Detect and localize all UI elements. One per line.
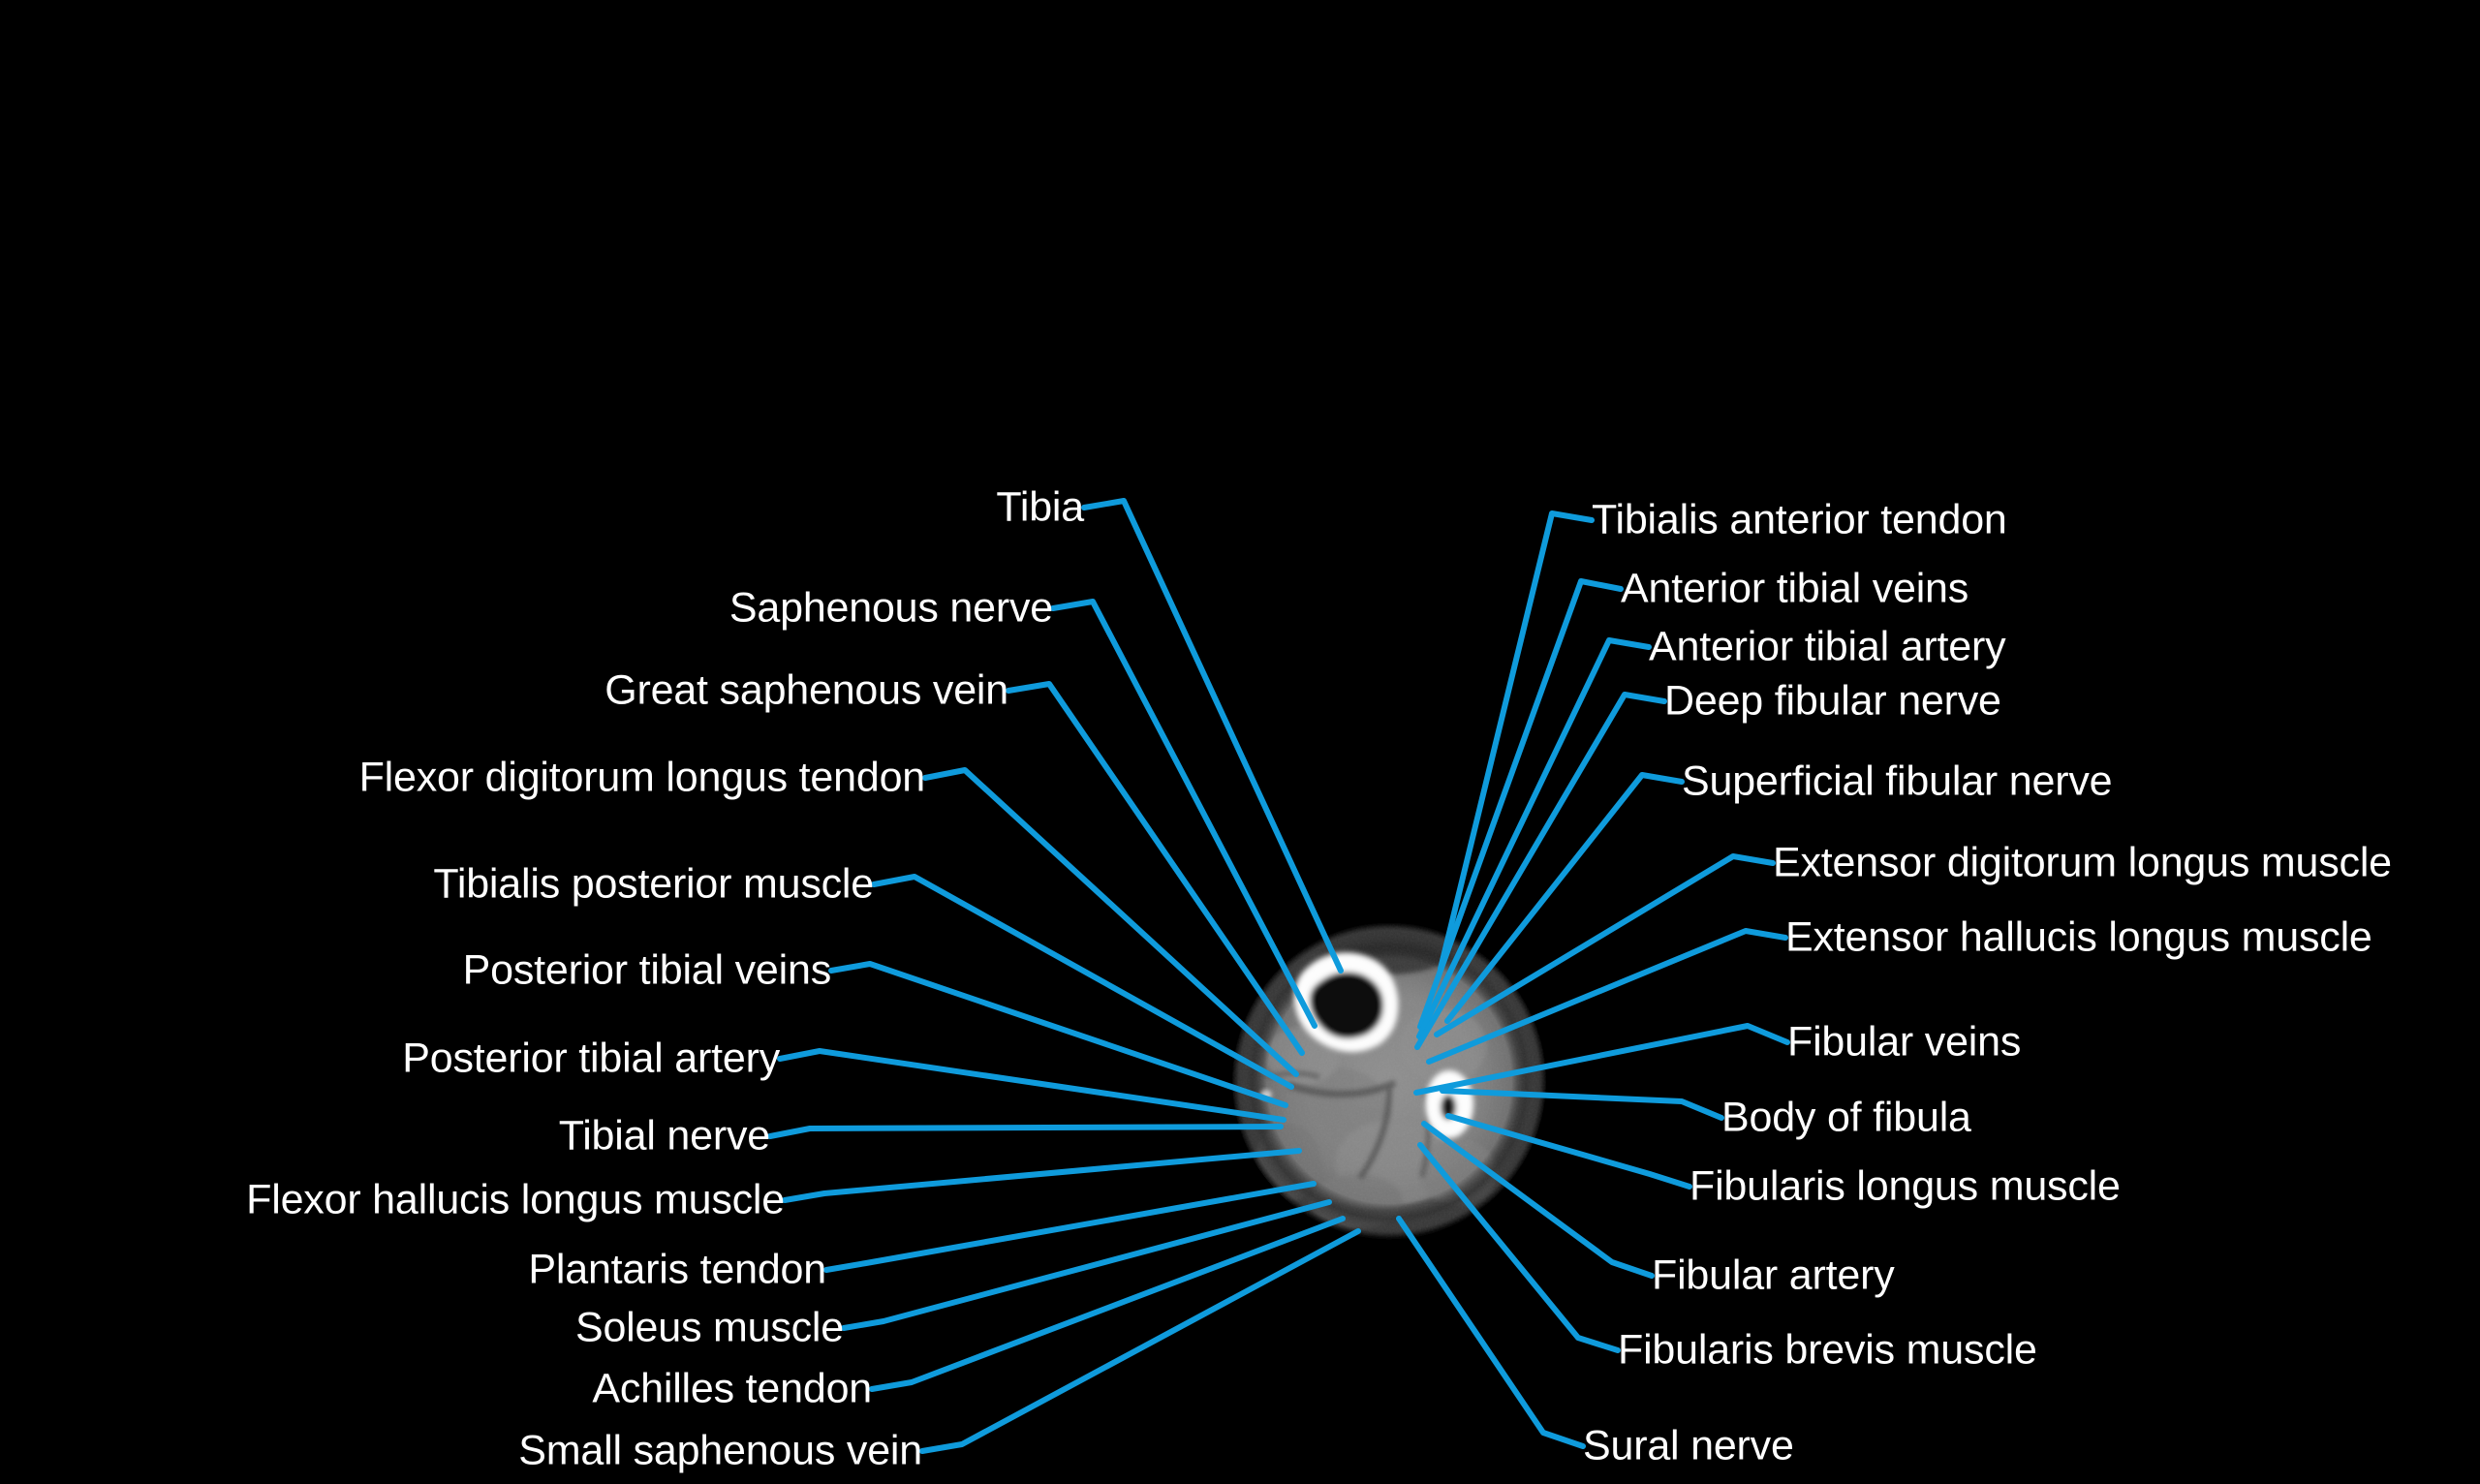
leader-extensor-hallucis-longus-muscle (1426, 928, 1788, 1065)
leader-tibialis-posterior-muscle (871, 874, 1294, 1090)
label-posterior-tibial-artery[interactable]: Posterior tibial artery (402, 1035, 780, 1082)
leader-body-of-fibula (1440, 1088, 1724, 1121)
leader-fibular-veins (1413, 1023, 1790, 1096)
leader-achilles-tendon (869, 1216, 1346, 1392)
label-flexor-hallucis-longus-muscle[interactable]: Flexor hallucis longus muscle (246, 1176, 785, 1223)
label-body-of-fibula[interactable]: Body of fibula (1721, 1094, 1971, 1141)
ct-scan-image (1232, 924, 1546, 1238)
leader-posterior-tibial-veins (828, 961, 1288, 1108)
leader-tibialis-anterior-tendon (1438, 510, 1595, 972)
label-extensor-digitorum-longus-muscle[interactable]: Extensor digitorum longus muscle (1773, 839, 2392, 886)
leader-flexor-digitorum-longus-tendon (922, 767, 1299, 1077)
label-achilles-tendon[interactable]: Achilles tendon (592, 1365, 872, 1412)
label-fibularis-brevis-muscle[interactable]: Fibularis brevis muscle (1618, 1326, 2037, 1374)
leader-sural-nerve (1396, 1216, 1586, 1449)
leader-fibularis-longus-muscle (1445, 1113, 1692, 1190)
label-sural-nerve[interactable]: Sural nerve (1583, 1422, 1794, 1469)
label-flexor-digitorum-longus-tendon[interactable]: Flexor digitorum longus tendon (358, 754, 926, 801)
leader-lines (767, 498, 1790, 1454)
label-tibialis-anterior-tendon[interactable]: Tibialis anterior tendon (1592, 496, 2007, 543)
label-soleus-muscle[interactable]: Soleus muscle (574, 1304, 844, 1351)
label-fibular-artery[interactable]: Fibular artery (1652, 1252, 1895, 1299)
label-fibularis-longus-muscle[interactable]: Fibularis longus muscle (1690, 1162, 2121, 1210)
leader-tibia (1081, 498, 1344, 974)
label-tibia[interactable]: Tibia (996, 483, 1084, 531)
leader-tibial-nerve (767, 1124, 1284, 1139)
label-anterior-tibial-artery[interactable]: Anterior tibial artery (1649, 623, 2006, 670)
leader-fibularis-brevis-muscle (1417, 1142, 1621, 1353)
leader-saphenous-nerve (1050, 599, 1318, 1029)
leader-small-saphenous-vein (919, 1228, 1361, 1454)
label-superficial-fibular-nerve[interactable]: Superficial fibular nerve (1682, 757, 2113, 805)
tibia-bone (1293, 952, 1399, 1052)
label-fibular-veins[interactable]: Fibular veins (1787, 1018, 2022, 1066)
leader-great-saphenous-vein (1006, 681, 1305, 1056)
leader-deep-fibular-nerve (1414, 692, 1667, 1050)
label-tibial-nerve[interactable]: Tibial nerve (558, 1112, 770, 1159)
label-posterior-tibial-veins[interactable]: Posterior tibial veins (462, 946, 832, 994)
leader-posterior-tibial-artery (777, 1048, 1286, 1123)
leader-superficial-fibular-nerve (1444, 772, 1685, 1024)
leader-anterior-tibial-artery (1416, 637, 1652, 1039)
leader-plantaris-tendon (823, 1181, 1317, 1273)
label-small-saphenous-vein[interactable]: Small saphenous vein (518, 1427, 922, 1474)
label-extensor-hallucis-longus-muscle[interactable]: Extensor hallucis longus muscle (1785, 913, 2372, 961)
leader-anterior-tibial-veins (1417, 578, 1624, 1030)
leader-flexor-hallucis-longus-muscle (782, 1148, 1302, 1203)
label-anterior-tibial-veins[interactable]: Anterior tibial veins (1621, 565, 1969, 612)
label-saphenous-nerve[interactable]: Saphenous nerve (728, 584, 1053, 632)
label-tibialis-posterior-muscle[interactable]: Tibialis posterior muscle (433, 860, 874, 908)
label-deep-fibular-nerve[interactable]: Deep fibular nerve (1664, 677, 2001, 725)
label-plantaris-tendon[interactable]: Plantaris tendon (528, 1246, 826, 1293)
leader-extensor-digitorum-longus-muscle (1434, 853, 1776, 1037)
label-great-saphenous-vein[interactable]: Great saphenous vein (604, 666, 1008, 714)
leader-soleus-muscle (841, 1199, 1332, 1331)
leader-fibular-artery (1421, 1121, 1655, 1279)
